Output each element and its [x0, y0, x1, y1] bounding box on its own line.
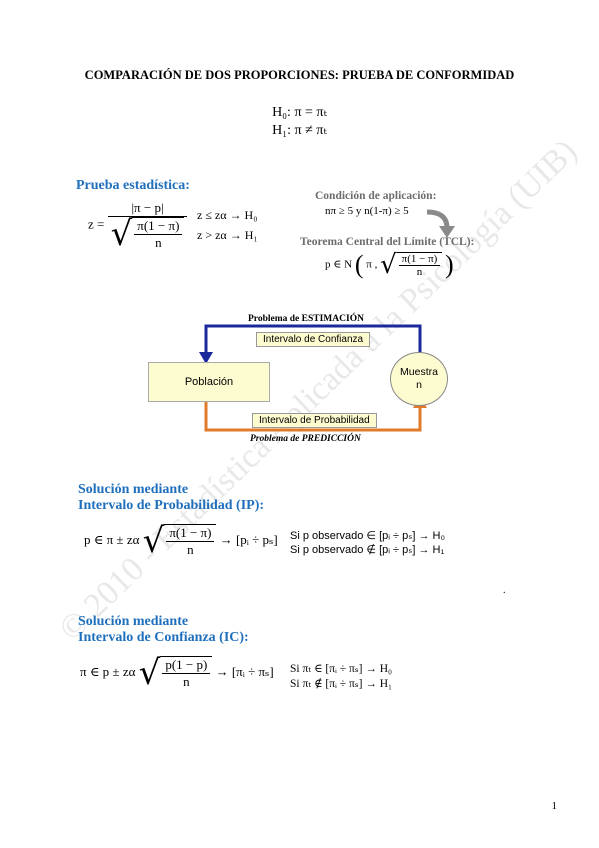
curved-arrow-icon: [426, 209, 455, 238]
ip-lhs: p ∈ π ± zα: [84, 531, 140, 547]
ic-formula: π ∈ p ± zα √p(1 − p)n → [πᵢ ÷ πₛ]: [80, 656, 274, 690]
sqrt-icon: √: [380, 250, 397, 280]
cond-title: Condición de aplicación:: [315, 190, 437, 202]
ci-box: Intervalo de Confianza: [256, 332, 371, 347]
ic-heading-line1: Solución mediante: [78, 614, 189, 629]
ic-rule-h1: Si πₜ ∉ [πᵢ ÷ πₛ] → H₁: [290, 678, 393, 690]
estimation-label: Problema de ESTIMACIÓN: [248, 314, 364, 324]
sqrt-icon: √: [138, 653, 161, 693]
tcl-pi: π ,: [366, 258, 378, 271]
sample-n: n: [416, 379, 422, 391]
ip-num: π(1 − π): [166, 525, 215, 542]
tcl-formula: p ∈ N ( π , √π(1 − π)n ): [325, 250, 454, 280]
ic-lhs: π ∈ p ± zα: [80, 663, 136, 679]
rule-h0: z ≤ zα → H₀: [197, 208, 258, 222]
ic-num: p(1 − p): [162, 657, 211, 674]
ip-den: n: [187, 542, 194, 557]
alt-hypothesis: H₁: π ≠ πₜ: [272, 123, 327, 138]
tcl-num: π(1 − π): [398, 253, 441, 266]
tcl-title: Teorema Central del Límite (TCL):: [300, 236, 475, 248]
ip-rule-h1: Si p observado ∉ [pᵢ ÷ pₛ] → H₁: [290, 544, 445, 556]
cond-text: nπ ≥ 5 y n(1-π) ≥ 5: [325, 205, 409, 217]
ip-rhs: → [pᵢ ÷ pₛ]: [219, 531, 278, 547]
ip-formula: p ∈ π ± zα √π(1 − π)n → [pᵢ ÷ pₛ]: [84, 524, 278, 558]
z-den-n: n: [155, 235, 162, 250]
ic-rule-h0: Si πₜ ∈ [πᵢ ÷ πₛ] → H₀: [290, 663, 393, 675]
rule-h1: z > zα → H₁: [197, 228, 258, 242]
ic-heading-line2: Intervalo de Confianza (IC):: [78, 630, 249, 645]
ic-den: n: [183, 674, 190, 689]
null-hypothesis: H₀: π = πₜ: [272, 105, 327, 120]
sqrt-icon: √: [110, 214, 133, 254]
z-fraction: |π − p| √π(1 − π)n: [107, 200, 188, 251]
z-den-inner: π(1 − π): [134, 218, 183, 235]
page-number: 1: [551, 800, 558, 812]
z-lhs: z =: [88, 216, 105, 232]
page-title: COMPARACIÓN DE DOS PROPORCIONES: PRUEBA …: [84, 68, 515, 82]
ip-heading-line2: Intervalo de Probabilidad (IP):: [78, 498, 265, 513]
ip-heading-line1: Solución mediante: [78, 482, 189, 497]
ip-rule-h0: Si p observado ∈ [pᵢ ÷ pₛ] → H₀: [290, 530, 446, 542]
z-statistic-formula: z = |π − p| √π(1 − π)n: [88, 200, 188, 251]
prueba-heading: Prueba estadística:: [76, 178, 190, 193]
population-box: Población: [148, 362, 270, 402]
z-numerator: |π − p|: [107, 200, 188, 217]
sqrt-icon: √: [142, 521, 165, 561]
estimation-prediction-diagram: Problema de ESTIMACIÓN Intervalo de Conf…: [140, 310, 460, 450]
tcl-den: n: [416, 266, 423, 278]
tcl-lhs: p ∈ N: [325, 258, 353, 271]
sample-label: Muestra: [400, 365, 438, 378]
stray-mark: .: [503, 585, 506, 596]
z-denominator: √π(1 − π)n: [108, 217, 188, 251]
prediction-label: Problema de PREDICCIÓN: [250, 434, 361, 444]
ic-rhs: → [πᵢ ÷ πₛ]: [215, 663, 274, 679]
pi-box: Intervalo de Probabilidad: [252, 413, 377, 428]
